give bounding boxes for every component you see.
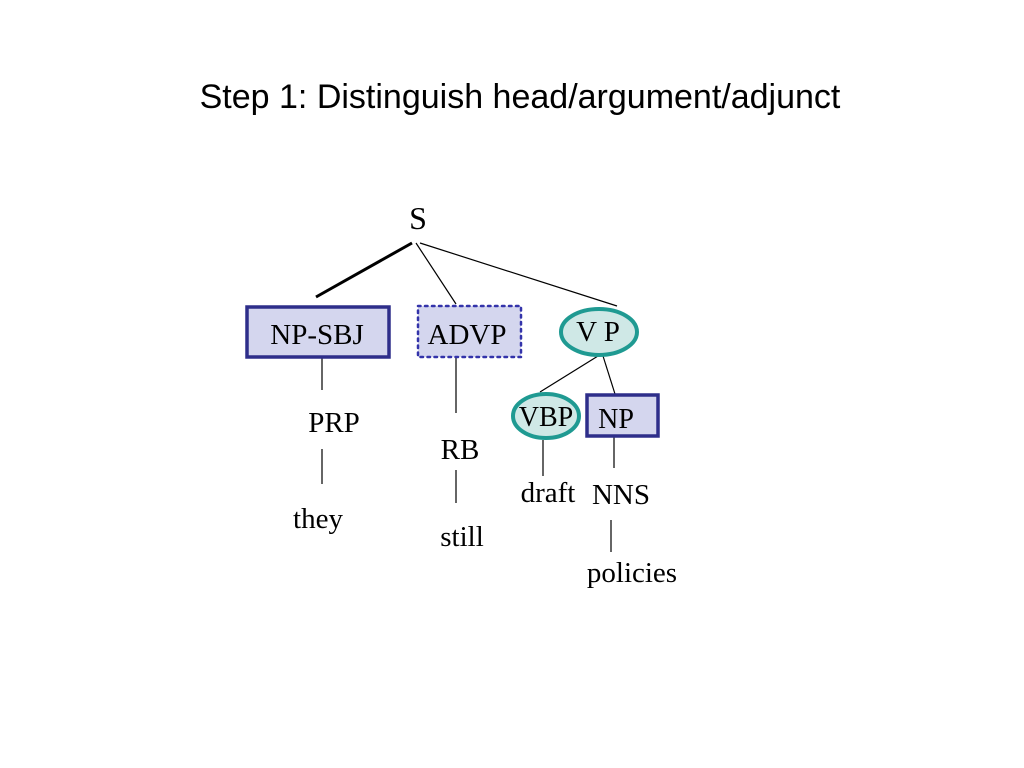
node-advp: ADVP [428, 319, 507, 351]
edge-vp-np [602, 355, 616, 395]
edge-vp-vbp [539, 355, 599, 393]
edge-s-npsbj [315, 241, 413, 299]
node-nns: NNS [592, 479, 650, 511]
node-np-box [585, 393, 660, 438]
node-vbp-ellipse [511, 392, 581, 440]
node-vp-ellipse [559, 307, 639, 357]
node-s: S [409, 200, 427, 236]
edge-s-advp [415, 242, 457, 305]
node-advp-box [416, 304, 523, 359]
node-vp: V P [576, 316, 620, 348]
word-policies: policies [587, 557, 677, 589]
word-they: they [293, 503, 343, 535]
node-np-sbj: NP-SBJ [270, 319, 364, 351]
word-still: still [440, 521, 484, 553]
word-draft: draft [521, 477, 576, 509]
slide-title: Step 1: Distinguish head/argument/adjunc… [199, 78, 841, 116]
node-np-sbj-box [245, 305, 391, 359]
node-prp: PRP [308, 407, 360, 439]
node-np: NP [598, 404, 634, 435]
node-rb: RB [441, 434, 480, 466]
node-vbp: VBP [519, 402, 573, 433]
edge-s-vp [419, 242, 618, 307]
